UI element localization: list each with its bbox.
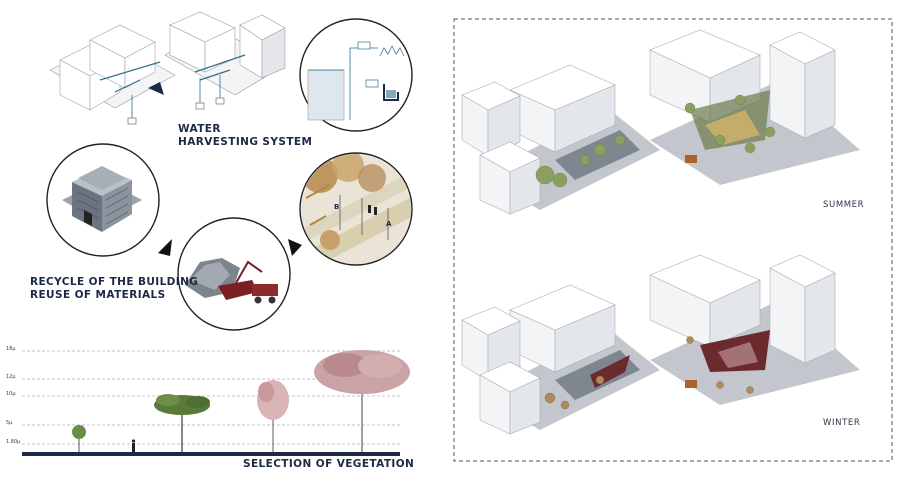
water-detail-circle <box>299 18 413 132</box>
detail-label-b: B <box>334 203 340 211</box>
water-title-line2: HARVESTING SYSTEM <box>178 136 313 148</box>
height-tick-10: 10μ <box>6 391 16 397</box>
building-icon-circle <box>46 143 160 257</box>
summer-label: SUMMER <box>823 200 865 210</box>
summer-axonometric <box>461 29 860 215</box>
vegetation-ground-line <box>22 452 400 456</box>
recycle-title: RECYCLE OF THE BUILDING REUSE OF MATERIA… <box>30 276 198 302</box>
tree-pink-medium <box>257 380 289 452</box>
water-harvesting-title: WATER HARVESTING SYSTEM <box>178 123 312 149</box>
vegetation-title: SELECTION OF VEGETATION <box>243 458 415 470</box>
winter-label: WINTER <box>823 418 861 428</box>
height-tick-18: 18μ <box>6 346 16 352</box>
detail-label-a: A <box>386 220 392 228</box>
human-scale-figure <box>131 439 136 452</box>
street-detail-circle <box>299 152 413 266</box>
arrow-triangle-right <box>288 239 302 256</box>
height-tick-1-80: 1.80μ <box>6 439 21 445</box>
tree-green-canopy <box>154 394 210 452</box>
recycle-title-line2: REUSE OF MATERIALS <box>30 289 166 301</box>
tree-pink-large <box>314 350 410 452</box>
tree-small <box>72 425 86 452</box>
height-tick-12: 12μ <box>6 374 16 380</box>
demolition-circle <box>177 217 291 331</box>
water-harvesting-axonometric <box>49 11 286 125</box>
height-tick-5: 5μ <box>6 420 13 426</box>
arrow-triangle-left <box>158 239 172 256</box>
seasons-frame <box>453 18 893 462</box>
winter-axonometric <box>461 254 860 435</box>
recycle-title-line1: RECYCLE OF THE BUILDING <box>30 276 199 288</box>
water-title-line1: WATER <box>178 123 221 135</box>
